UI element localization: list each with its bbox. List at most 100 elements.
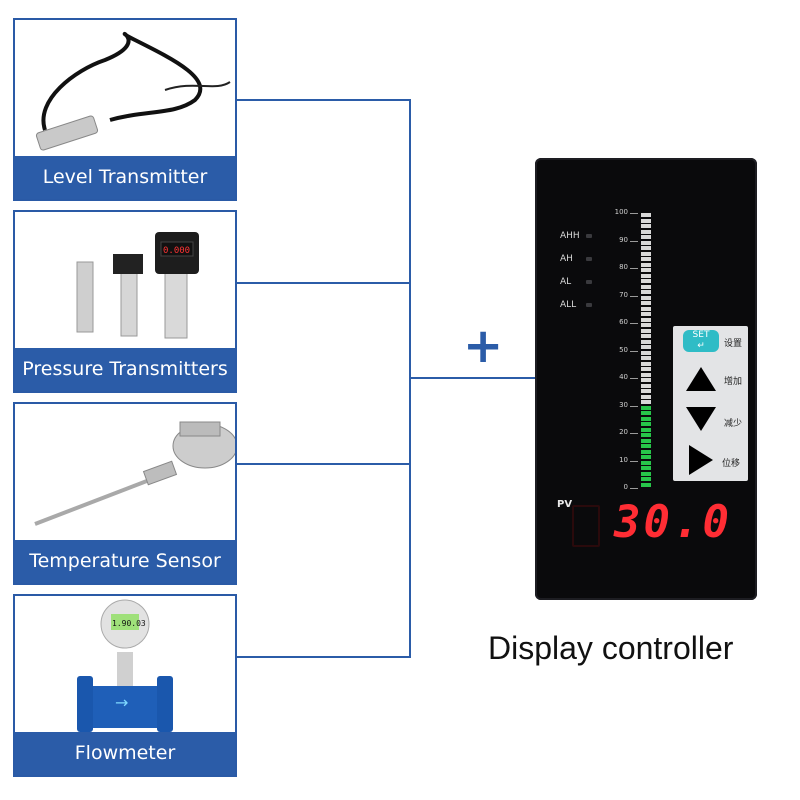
- bar-segment: [641, 328, 651, 333]
- bar-segment: [641, 218, 651, 223]
- scale-label: 80: [619, 263, 628, 271]
- scale-tick: [630, 433, 638, 434]
- bar-segment: [641, 317, 651, 322]
- sensor-label: Temperature Sensor: [15, 540, 235, 583]
- sensor-card-temperature: Temperature Sensor: [13, 402, 237, 585]
- page-title: Display controller: [488, 630, 734, 666]
- bar-segment: [641, 301, 651, 306]
- sensor-label: Flowmeter: [15, 732, 235, 775]
- bar-segment: [641, 372, 651, 377]
- bar-segment: [641, 235, 651, 240]
- sensor-card-pressure: 0.000 Pressure Transmitters: [13, 210, 237, 393]
- sensor-label: Level Transmitter: [15, 156, 235, 199]
- bar-segment: [641, 306, 651, 311]
- svg-text:→: →: [115, 693, 128, 712]
- scale-tick: [630, 350, 638, 352]
- bar-segment: [641, 433, 651, 438]
- connector-line-1: [237, 99, 410, 101]
- scale-label: 90: [619, 235, 628, 244]
- bar-segment: [641, 422, 651, 427]
- scale-tick: [630, 268, 638, 269]
- connector-to-device: [409, 377, 535, 379]
- scale-tick: [630, 460, 638, 462]
- bar-segment: [641, 295, 651, 300]
- pressure-transmitter-icon: 0.000: [76, 232, 199, 339]
- bar-segment: [641, 229, 651, 234]
- pressure-display-text: 0.000: [163, 246, 190, 256]
- flow-display-text: 1.90.03: [112, 619, 146, 628]
- enter-icon: ↵: [697, 341, 705, 351]
- sensor-label: Pressure Transmitters: [15, 348, 235, 391]
- bar-segment: [641, 279, 651, 284]
- scale-label: 70: [619, 290, 628, 299]
- bar-segment: [641, 251, 651, 256]
- connector-line-2: [237, 282, 410, 284]
- bar-segment: [641, 389, 651, 394]
- bar-segment: [641, 460, 651, 465]
- bar-segment: [641, 312, 651, 317]
- bar-segment: [641, 290, 651, 295]
- up-button[interactable]: [683, 364, 719, 394]
- bar-segment: [641, 367, 651, 372]
- connector-line-3: [237, 463, 410, 465]
- scale-tick: [630, 378, 638, 379]
- pv-display: 30.0: [614, 497, 732, 548]
- bar-segment: [641, 257, 651, 262]
- scale-label: 40: [619, 373, 628, 381]
- alarm-led: [586, 303, 592, 307]
- bar-segment: [641, 416, 651, 421]
- bar-segment: [641, 246, 651, 251]
- bar-segment: [641, 477, 651, 482]
- bar-segment: [641, 411, 651, 416]
- connector-line-4: [237, 656, 410, 658]
- alarm-ahh: AHH: [560, 231, 600, 241]
- alarm-al: AL: [560, 277, 600, 287]
- bar-segment: [641, 213, 651, 218]
- shift-button[interactable]: [686, 442, 716, 478]
- level-transmitter-icon: [35, 31, 231, 151]
- sensor-card-level: Level Transmitter: [13, 18, 237, 201]
- bar-segment: [641, 334, 651, 339]
- bar-segment: [641, 361, 651, 366]
- down-key-label: 减少: [724, 419, 743, 429]
- bar-segment: [641, 268, 651, 273]
- scale-label: 20: [619, 428, 628, 436]
- bar-segment: [641, 444, 651, 449]
- scale-label: 50: [619, 345, 628, 354]
- down-button[interactable]: [683, 404, 719, 434]
- flowmeter-icon: 1.90.03 →: [77, 599, 173, 732]
- set-button[interactable]: SET↵: [683, 330, 719, 352]
- bar-segment: [641, 273, 651, 278]
- alarm-ah: AH: [560, 254, 600, 264]
- bar-segment: [641, 400, 651, 405]
- bar-segment: [641, 378, 651, 383]
- alarm-all: ALL: [560, 300, 600, 310]
- bar-segment: [641, 345, 651, 350]
- bar-segment: [641, 394, 651, 399]
- scale-tick: [630, 405, 638, 407]
- scale-label: 30: [619, 400, 628, 409]
- bar-segment: [641, 449, 651, 454]
- scale-label: 100: [614, 208, 628, 216]
- bar-segment: [641, 466, 651, 471]
- alarm-led: [586, 234, 592, 238]
- scale-tick: [630, 323, 638, 324]
- scale-label: 10: [619, 455, 628, 464]
- shift-key-label: 位移: [722, 459, 741, 469]
- bar-segment: [641, 240, 651, 245]
- bar-segment: [641, 482, 651, 487]
- set-button-label: SET: [692, 330, 710, 340]
- temperature-sensor-icon: [34, 421, 235, 526]
- bar-segment: [641, 284, 651, 289]
- digit-blank: [572, 505, 600, 547]
- bar-segment: [641, 224, 651, 229]
- bar-segment: [641, 405, 651, 410]
- up-key-label: 增加: [724, 377, 743, 387]
- scale-tick: [630, 213, 638, 214]
- scale-tick: [630, 295, 638, 297]
- bar-segment: [641, 383, 651, 388]
- scale-tick: [630, 488, 638, 489]
- bar-segment: [641, 438, 651, 443]
- bar-segment: [641, 262, 651, 267]
- bar-segment: [641, 350, 651, 355]
